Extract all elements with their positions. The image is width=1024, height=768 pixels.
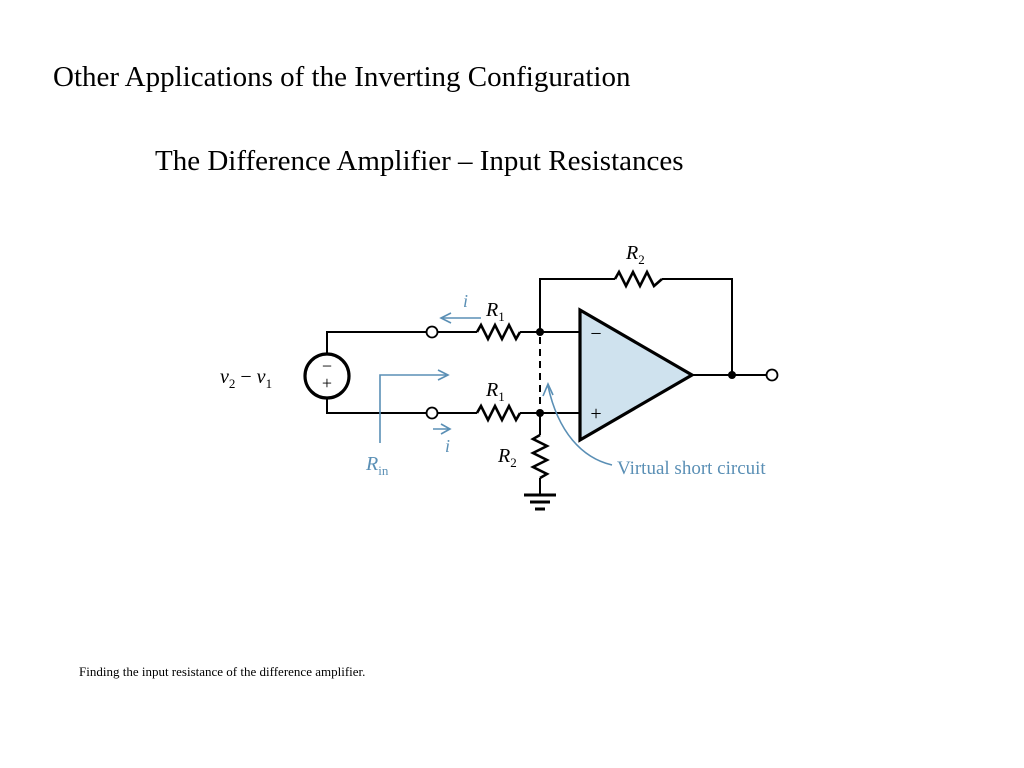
circuit-wires — [326, 278, 766, 495]
slide-subtitle: The Difference Amplifier – Input Resista… — [155, 145, 684, 177]
bottom-input-terminal — [425, 406, 439, 420]
output-node-dot — [728, 371, 736, 379]
output-terminal — [765, 368, 779, 382]
source-label: v2 − v1 — [220, 366, 272, 391]
slide-title: Other Applications of the Inverting Conf… — [53, 61, 631, 93]
inverting-node-dot — [536, 328, 544, 336]
virtual-short-label: Virtual short circuit — [617, 458, 766, 479]
feedback-right-wire — [662, 278, 733, 375]
r1-bottom-label: R1 — [485, 379, 505, 404]
current-arrow-bottom-head — [440, 423, 452, 435]
noninverting-node-dot — [536, 409, 544, 417]
r2-ground-resistor — [530, 433, 550, 480]
rin-label: Rin — [365, 453, 389, 478]
top-input-terminal — [425, 325, 439, 339]
op-amp-plus-sign: + — [590, 403, 601, 425]
r1-top-resistor — [475, 322, 522, 342]
op-amp — [578, 307, 696, 443]
virtual-short-pointer — [547, 385, 613, 466]
feedback-left-wire — [539, 278, 615, 332]
rin-arrow-head — [437, 369, 450, 381]
source-minus-sign: − — [322, 356, 332, 376]
virtual-short-pointer-head — [542, 381, 554, 397]
source-plus-sign: + — [322, 373, 332, 393]
r2-ground-label: R2 — [497, 445, 517, 470]
ground-symbol — [524, 493, 556, 511]
rin-bracket — [379, 374, 448, 443]
source-top-wire — [326, 331, 426, 355]
figure-caption: Finding the input resistance of the diff… — [79, 664, 366, 679]
current-label-bottom: i — [445, 436, 450, 456]
r1-bottom-resistor — [475, 403, 522, 423]
annotations — [379, 312, 613, 466]
op-amp-minus-sign: − — [590, 323, 601, 345]
r1-top-label: R1 — [485, 299, 505, 324]
r2-feedback-resistor — [613, 269, 663, 289]
current-arrow-top-head — [439, 312, 452, 324]
current-label-top: i — [463, 291, 468, 311]
r2-feedback-label: R2 — [625, 242, 645, 267]
voltage-source — [303, 352, 351, 400]
source-bottom-wire — [326, 397, 426, 414]
